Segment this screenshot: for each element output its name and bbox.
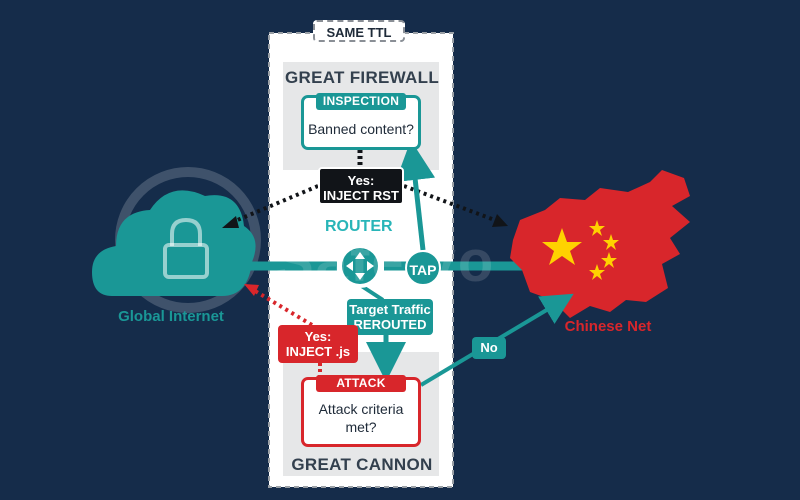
attack-question: Attack criteria met? [318, 401, 404, 435]
inspection-question: Banned content? [308, 121, 414, 137]
chinese-net-label: Chinese Net [564, 318, 652, 335]
china-map [510, 170, 690, 318]
attack-tag: ATTACK [316, 375, 406, 392]
inject-rst-line-left [227, 184, 319, 226]
reroute-badge: Target Traffic REROUTED [347, 299, 433, 335]
inject-rst-arrowhead-left [222, 216, 239, 228]
attack-card: ATTACK Attack criteria met? [301, 375, 421, 447]
inject-js-badge: Yes: INJECT .js [278, 325, 358, 363]
inspection-card: INSPECTION Banned content? [301, 93, 421, 150]
no-badge: No [472, 337, 506, 359]
router-label: ROUTER [325, 218, 393, 235]
great-firewall-title: GREAT FIREWALL [284, 68, 440, 87]
great-cannon-title: GREAT CANNON [291, 455, 433, 474]
inject-rst-badge: Yes: INJECT RST [318, 167, 404, 205]
inject-js-line [248, 286, 314, 327]
global-internet-label: Global Internet [118, 308, 224, 325]
tap-arrow [395, 140, 436, 251]
tap-badge: TAP [405, 250, 441, 286]
inject-js-arrowhead [244, 284, 259, 296]
router-icon [338, 244, 382, 288]
watermark-text: Safelyo [275, 229, 496, 294]
global-internet-cloud [92, 190, 256, 296]
inspection-tag: INSPECTION [316, 93, 406, 110]
same-ttl-label: SAME TTL [313, 20, 405, 42]
inject-rst-line-right [403, 184, 501, 224]
inject-rst-arrowhead-right [492, 214, 508, 227]
